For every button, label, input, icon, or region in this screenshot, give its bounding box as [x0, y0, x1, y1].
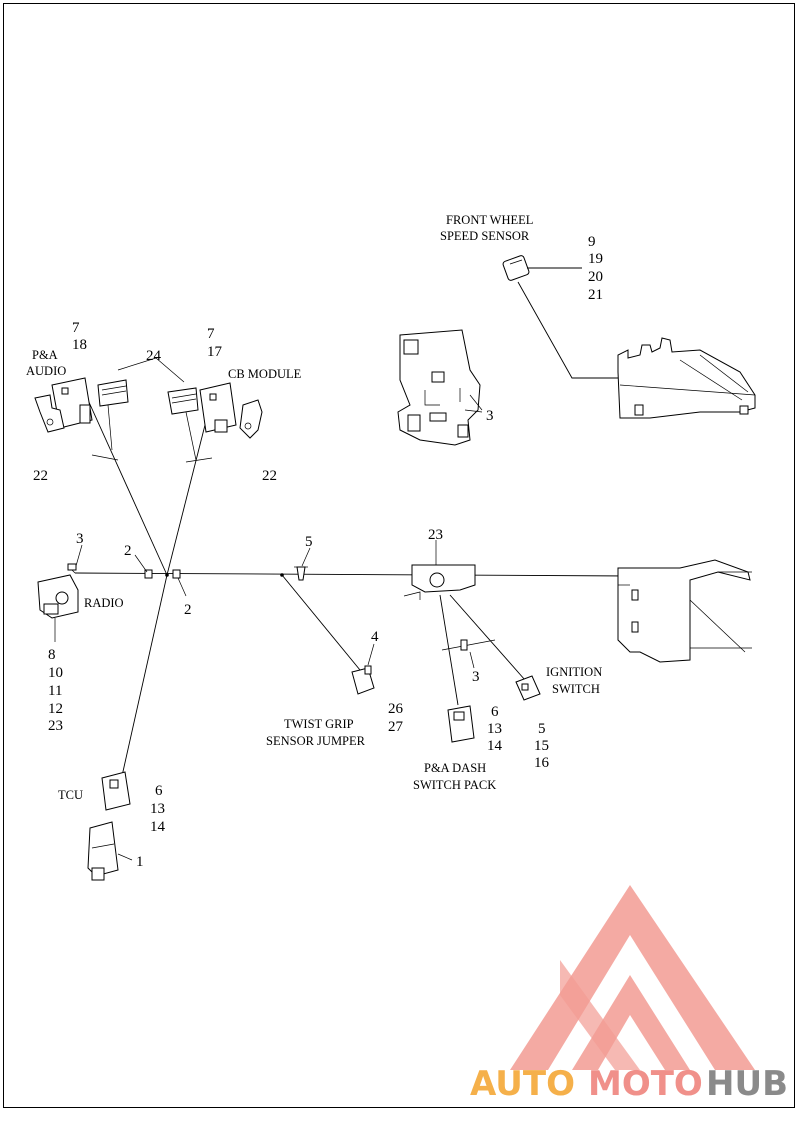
callout-7-right: 7	[207, 326, 215, 342]
callout-18: 18	[72, 337, 87, 353]
label-tcu: TCU	[58, 788, 83, 802]
callout-17: 17	[207, 344, 223, 360]
label-pa-audio-2: AUDIO	[26, 364, 66, 378]
label-dash-1: P&A DASH	[424, 761, 486, 775]
callout-14-tcu: 14	[150, 819, 166, 835]
logo-triangle-outer	[510, 885, 755, 1070]
callout-9: 9	[588, 234, 596, 250]
label-twist-grip-1: TWIST GRIP	[284, 717, 354, 731]
callout-16: 16	[534, 755, 550, 771]
label-cb-module: CB MODULE	[228, 367, 302, 381]
dash-switch-connector	[447, 705, 475, 743]
callout-23-radio: 23	[48, 718, 63, 734]
lower-fork-bracket	[617, 559, 752, 663]
callout-5-pin: 5	[305, 534, 313, 550]
logo-text-moto: MOTO	[588, 1064, 703, 1104]
callout-8: 8	[48, 647, 56, 663]
callout-27: 27	[388, 719, 404, 735]
callout-26: 26	[388, 701, 404, 717]
tie-lower	[441, 639, 496, 651]
callout-6-tcu: 6	[155, 783, 163, 799]
callout-22-right: 22	[262, 468, 277, 484]
radio-unit	[37, 563, 79, 619]
label-radio: RADIO	[84, 596, 124, 610]
label-ignition-1: IGNITION	[546, 665, 602, 679]
fairing-housing	[617, 337, 756, 419]
callout-3-tie: 3	[472, 669, 480, 685]
callout-4: 4	[371, 629, 379, 645]
callout-1: 1	[136, 854, 144, 870]
label-twist-grip-2: SENSOR JUMPER	[266, 734, 366, 748]
label-front-wheel-1: FRONT WHEEL	[446, 213, 533, 227]
callout-13-tcu: 13	[150, 801, 165, 817]
callout-15: 15	[534, 738, 549, 754]
callout-19: 19	[588, 251, 603, 267]
callout-2-b: 2	[184, 602, 192, 618]
text-labels: FRONT WHEEL SPEED SENSOR 9 19 20 21 7 18…	[26, 213, 603, 870]
harness-clips	[144, 569, 284, 579]
callout-14-dash: 14	[487, 738, 503, 754]
push-pin	[294, 566, 308, 581]
callout-10: 10	[48, 665, 63, 681]
callout-7-left: 7	[72, 320, 80, 336]
logo-text-auto: AUTO	[470, 1064, 575, 1104]
fairing-bracket	[397, 329, 481, 446]
callout-11: 11	[48, 683, 62, 699]
callout-13-dash: 13	[487, 721, 502, 737]
label-front-wheel-2: SPEED SENSOR	[440, 229, 530, 243]
clip-right	[239, 399, 263, 439]
label-ignition-2: SWITCH	[552, 682, 600, 696]
callout-3-bracket: 3	[486, 408, 494, 424]
connector-pair-24	[91, 357, 213, 463]
clip-left	[34, 394, 65, 433]
diagram-border	[3, 3, 795, 1108]
twist-grip-connector	[351, 665, 375, 695]
cb-module-connector	[199, 382, 237, 433]
automotohub-logo: AUTO MOTO HUB	[470, 885, 788, 1104]
callout-20: 20	[588, 269, 603, 285]
leader-lines	[54, 394, 483, 669]
callout-6-dash: 6	[491, 704, 499, 720]
logo-m-shape	[560, 960, 640, 1070]
callout-22-left: 22	[33, 468, 48, 484]
dash-bracket-23	[403, 564, 476, 600]
logo-text-hub: HUB	[706, 1064, 788, 1104]
callout-2-a: 2	[124, 543, 132, 559]
mating-connector-1	[87, 821, 133, 881]
callout-21: 21	[588, 287, 603, 303]
callout-23-strap: 23	[428, 527, 443, 543]
callout-24: 24	[146, 348, 162, 364]
front-wheel-sensor-connector	[502, 255, 582, 281]
label-dash-2: SWITCH PACK	[413, 778, 496, 792]
callout-12: 12	[48, 701, 63, 717]
callout-5-ign: 5	[538, 721, 546, 737]
callout-3-radio: 3	[76, 531, 84, 547]
label-pa-audio-1: P&A	[32, 348, 58, 362]
tcu-connector	[101, 771, 131, 811]
ignition-connector	[515, 675, 541, 701]
